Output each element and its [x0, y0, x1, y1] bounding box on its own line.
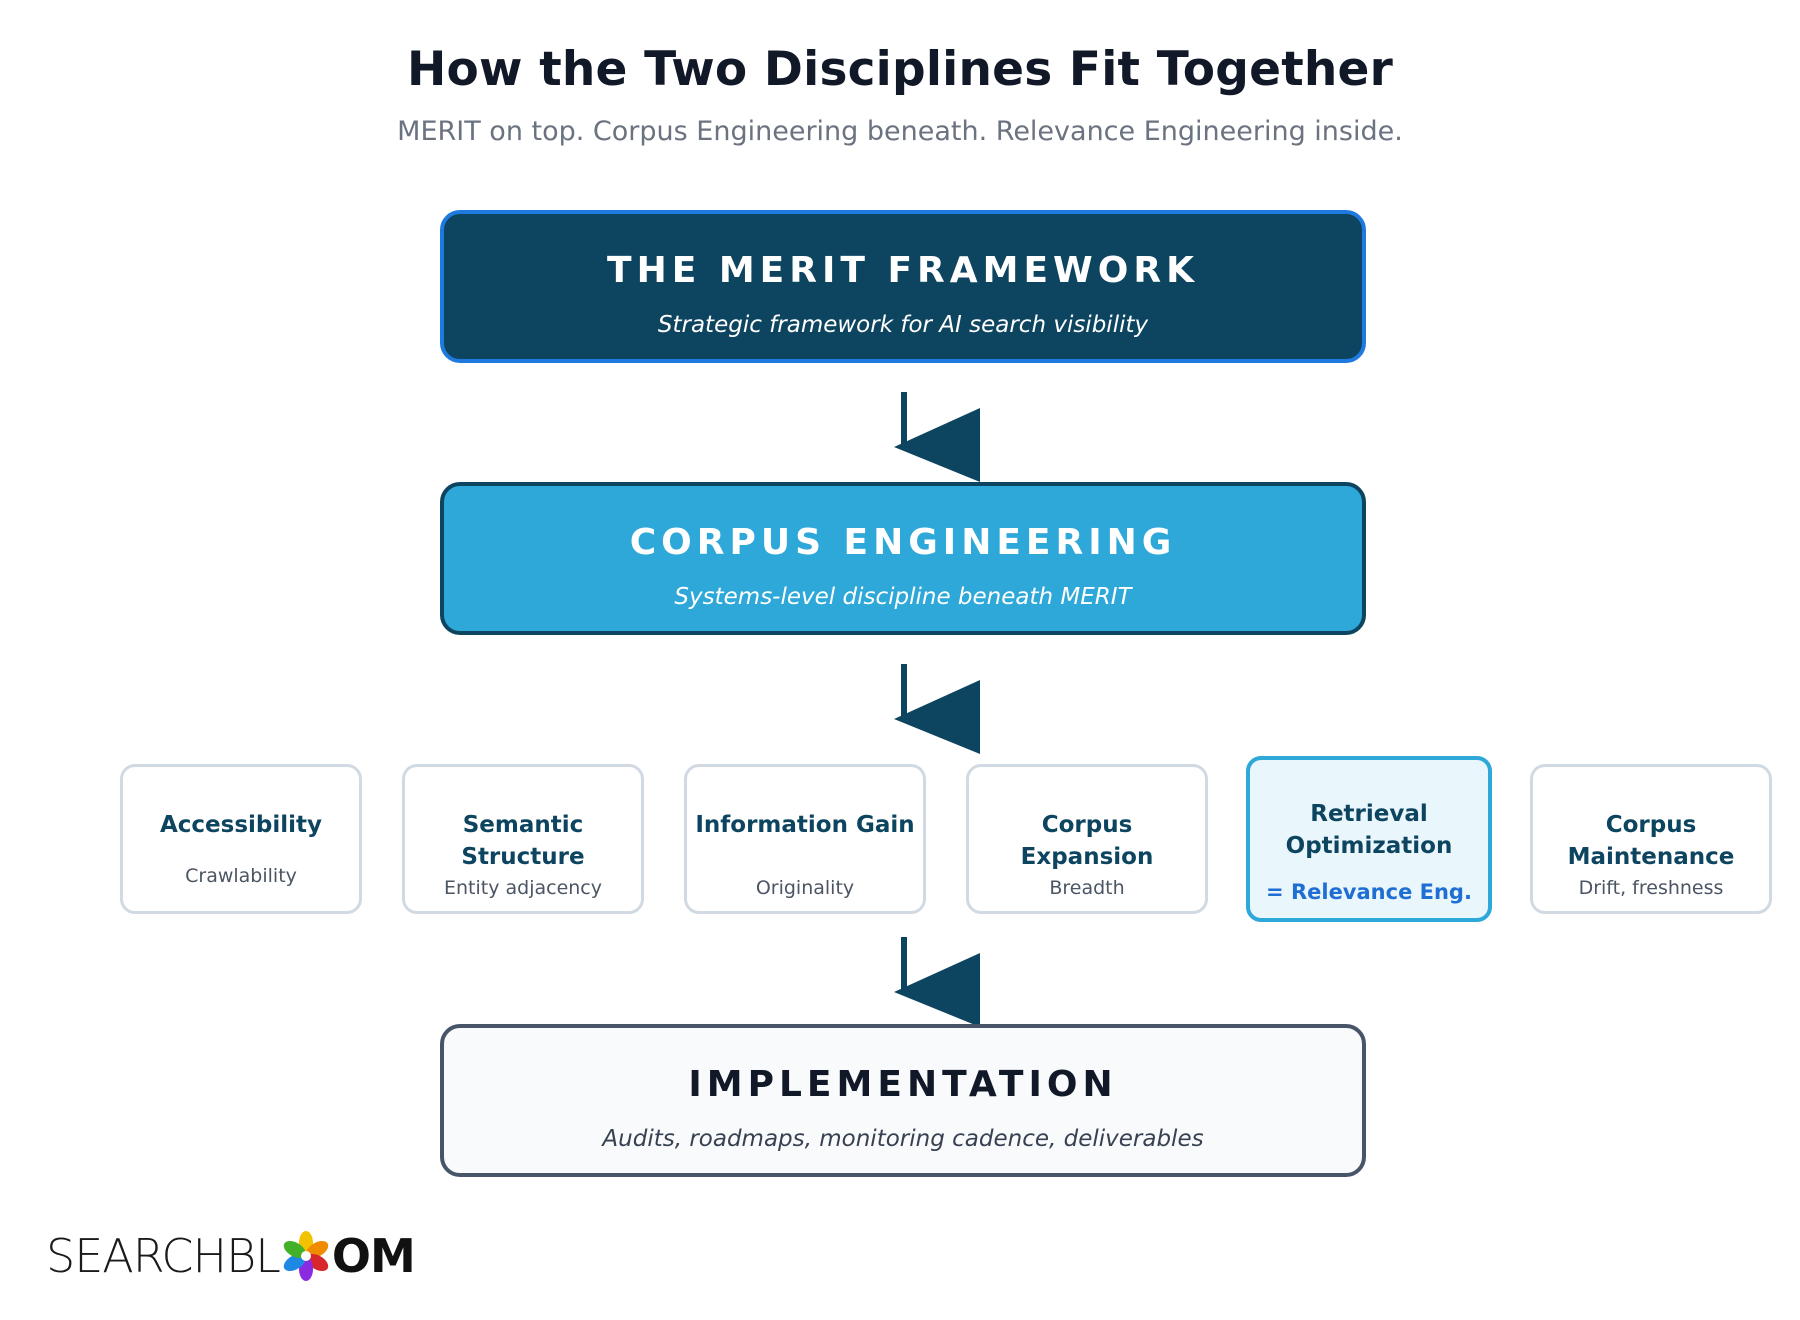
pillar-subtitle: = Relevance Eng.: [1266, 880, 1472, 904]
corpus-engineering-title: CORPUS ENGINEERING: [629, 522, 1177, 563]
pillar-title: Corpus Maintenance: [1567, 812, 1735, 870]
corpus-engineering-subtitle: Systems-level discipline beneath MERIT: [674, 584, 1132, 610]
arrow-pillars-to-implementation: [894, 937, 980, 1027]
pillar-subtitle: Originality: [755, 877, 855, 899]
pillar-accessibility: Accessibility Crawlability: [120, 764, 362, 914]
pillar-subtitle: Breadth: [1049, 877, 1125, 899]
arrow-corpus-to-pillars: [894, 664, 980, 754]
pillar-title: Information Gain: [695, 812, 915, 838]
pillar-semantic-structure: Semantic Structure Entity adjacency: [402, 764, 644, 914]
pillar-title: Corpus Expansion: [1020, 812, 1154, 870]
logo-text-left: SEARCHBL: [46, 1229, 281, 1283]
arrow-merit-to-corpus: [894, 392, 980, 482]
merit-framework-box: THE MERIT FRAMEWORK Strategic framework …: [440, 210, 1366, 363]
page-title: How the Two Disciplines Fit Together: [406, 42, 1393, 97]
flower-icon: [283, 1231, 329, 1281]
pillar-title: Retrieval Optimization: [1285, 801, 1453, 859]
searchbloom-logo: SEARCHBL OM: [46, 1226, 416, 1286]
implementation-box: IMPLEMENTATION Audits, roadmaps, monitor…: [440, 1024, 1366, 1177]
page-subtitle: MERIT on top. Corpus Engineering beneath…: [397, 116, 1403, 147]
pillar-retrieval-optimization: Retrieval Optimization = Relevance Eng.: [1246, 756, 1492, 922]
pillar-title: Accessibility: [159, 812, 323, 838]
merit-framework-title: THE MERIT FRAMEWORK: [607, 250, 1199, 291]
implementation-subtitle: Audits, roadmaps, monitoring cadence, de…: [602, 1126, 1204, 1152]
pillar-subtitle: Crawlability: [185, 865, 297, 887]
pillar-subtitle: Drift, freshness: [1578, 877, 1724, 899]
pillar-corpus-maintenance: Corpus Maintenance Drift, freshness: [1530, 764, 1772, 914]
merit-framework-subtitle: Strategic framework for AI search visibi…: [657, 312, 1149, 338]
pillar-title: Semantic Structure: [461, 812, 585, 870]
implementation-title: IMPLEMENTATION: [688, 1064, 1118, 1105]
pillar-corpus-expansion: Corpus Expansion Breadth: [966, 764, 1208, 914]
pillar-subtitle: Entity adjacency: [443, 877, 602, 899]
corpus-engineering-box: CORPUS ENGINEERING Systems-level discipl…: [440, 482, 1366, 635]
pillar-information-gain: Information Gain Originality: [684, 764, 926, 914]
logo-text-right: OM: [331, 1229, 416, 1283]
